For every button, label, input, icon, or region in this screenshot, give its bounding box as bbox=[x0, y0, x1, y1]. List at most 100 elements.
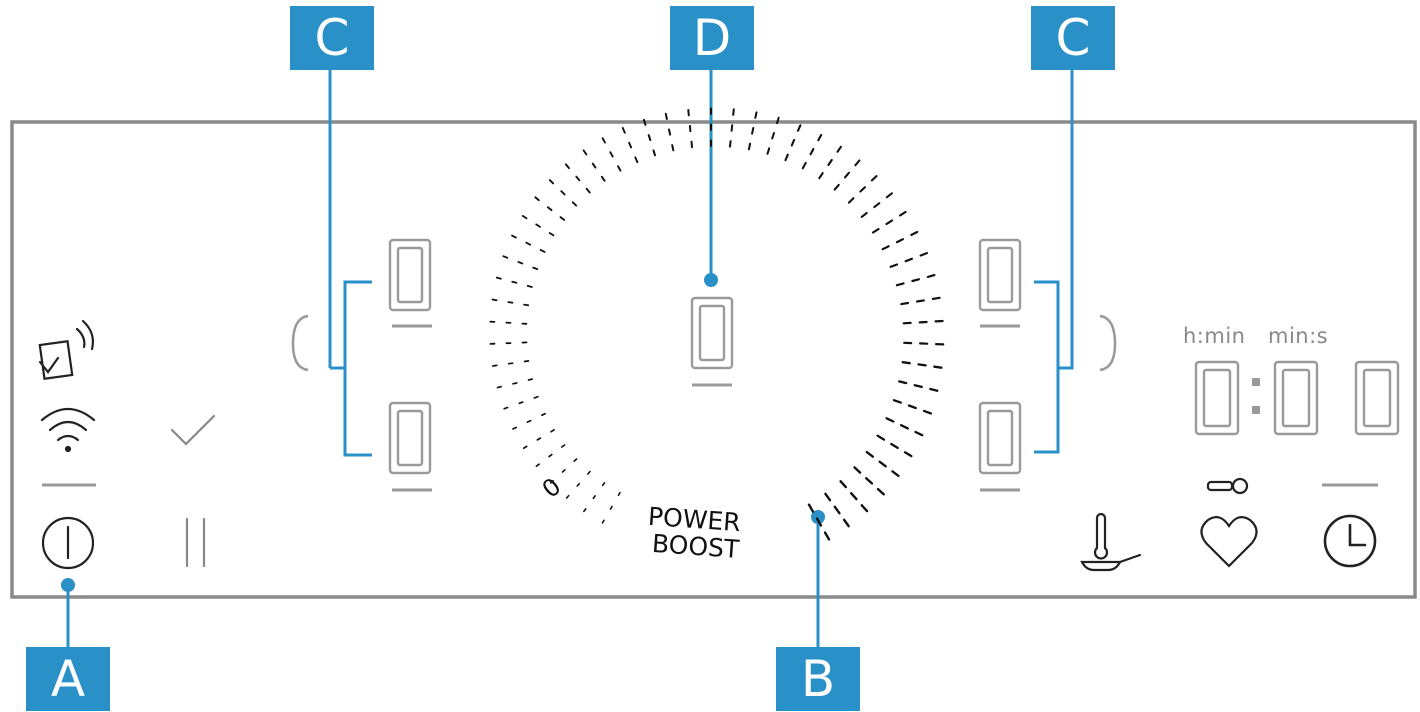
slider-ring-dash bbox=[776, 116, 780, 125]
slider-ring-dash bbox=[495, 276, 502, 280]
slider-ring-dash bbox=[907, 404, 917, 410]
timer-label-hours: h:min bbox=[1183, 324, 1246, 348]
slider-ring-dash bbox=[833, 505, 841, 515]
slider-ring-dash bbox=[751, 127, 755, 135]
slider-ring-dash bbox=[546, 206, 553, 212]
leader-dot-b bbox=[811, 510, 825, 524]
slider-ring-dash bbox=[766, 147, 771, 155]
slider-ring-dash bbox=[548, 179, 555, 185]
slider-ring-dash bbox=[823, 531, 831, 541]
leader-dot-a bbox=[61, 578, 75, 592]
timer-digit-3-graphic bbox=[1354, 360, 1400, 436]
slider-ring-dash bbox=[885, 417, 895, 423]
slider-ring-dash bbox=[535, 463, 540, 468]
slider-ring-dash bbox=[865, 477, 874, 485]
zone-digit-right-bottom-graphic bbox=[978, 401, 1022, 475]
slider-ring-dash bbox=[634, 156, 639, 164]
slider-ring-dash bbox=[817, 133, 823, 142]
slider-ring-dash bbox=[526, 419, 532, 423]
slider-ring-dash bbox=[601, 519, 605, 524]
frying-sensor-icon[interactable] bbox=[1080, 512, 1142, 572]
slider-ring-dash bbox=[824, 492, 832, 502]
callout-c-right: C bbox=[1031, 6, 1115, 70]
slider-ring-dash bbox=[931, 296, 941, 300]
slider-ring-dash bbox=[560, 190, 566, 196]
slider-ring-dash bbox=[507, 301, 514, 304]
slider-ring-dash bbox=[507, 362, 514, 365]
slider-ring-dash bbox=[609, 505, 613, 510]
slider-ring-dash bbox=[904, 257, 914, 263]
slider-ring-dash bbox=[876, 434, 886, 441]
slider-ring-dash bbox=[668, 128, 672, 136]
timer-digit-2-graphic bbox=[1273, 360, 1319, 436]
slider-ring-dash bbox=[876, 487, 885, 496]
slider-ring-dash bbox=[885, 192, 893, 199]
slider-ring-dash bbox=[492, 364, 498, 367]
slider-ring-dash bbox=[536, 437, 542, 441]
slider-ring-dash bbox=[586, 470, 591, 475]
slider-ring-dash bbox=[621, 127, 626, 134]
slider-ring-dash bbox=[747, 142, 752, 151]
slider-ring-dash bbox=[671, 144, 675, 152]
control-panel-frame bbox=[10, 120, 1417, 599]
left-zone-bridge-bracket bbox=[291, 314, 309, 372]
slider-ring-dash bbox=[865, 450, 875, 458]
slider-ring-dash bbox=[511, 234, 517, 239]
slider-ring-dash bbox=[873, 202, 881, 209]
slider-ring-dash bbox=[911, 278, 921, 283]
slider-ring-dash bbox=[548, 453, 553, 458]
slider-ring-dash bbox=[847, 197, 855, 204]
power-slider-ring[interactable] bbox=[489, 107, 945, 541]
slider-ring-dash bbox=[796, 124, 802, 132]
slider-ring-dash bbox=[860, 211, 868, 218]
slider-ring-dash bbox=[784, 153, 789, 162]
zone-digit-right-top-graphic bbox=[978, 238, 1022, 312]
slider-ring-dash bbox=[818, 172, 824, 180]
slider-ring-dash bbox=[565, 494, 570, 499]
zone-digit-left-bottom-graphic bbox=[388, 401, 432, 475]
slider-ring-dash bbox=[535, 223, 541, 228]
key-lock-icon bbox=[1206, 477, 1249, 495]
slider-ring-dash bbox=[525, 241, 532, 246]
pause-icon[interactable] bbox=[185, 517, 206, 568]
slider-ring-dash bbox=[511, 280, 518, 284]
slider-ring-dash bbox=[899, 424, 909, 430]
slider-ring-dash bbox=[652, 149, 656, 157]
slider-ring-dash bbox=[518, 401, 524, 405]
timer-clock-icon[interactable] bbox=[1323, 514, 1377, 568]
slider-ring-dash bbox=[585, 187, 591, 194]
slider-ring-dash bbox=[730, 124, 734, 132]
slider-ring-dash bbox=[690, 140, 693, 149]
slider-ring-dash bbox=[842, 518, 850, 528]
slider-ring-dash bbox=[890, 442, 899, 450]
slider-ring-dash bbox=[917, 363, 927, 367]
slider-ring-dash bbox=[860, 504, 869, 513]
checkmark-icon bbox=[170, 414, 216, 446]
slider-ring-dash bbox=[559, 216, 566, 221]
favourite-heart-icon[interactable] bbox=[1200, 515, 1258, 568]
slider-ring-dash bbox=[541, 412, 546, 417]
slider-ring-dash bbox=[898, 380, 908, 385]
slider-ring-dash bbox=[754, 111, 758, 119]
leader-line-c-right-bracket bbox=[1034, 280, 1060, 454]
leader-dot-d bbox=[704, 273, 718, 287]
slider-ring-dash bbox=[900, 301, 910, 306]
slider-ring-dash bbox=[853, 466, 862, 474]
slider-ring-dash bbox=[895, 238, 905, 244]
slider-ring-dash bbox=[532, 266, 539, 271]
slider-ring-dash bbox=[512, 426, 518, 430]
timer-digit-1-graphic bbox=[1194, 360, 1240, 436]
slider-ring-dash bbox=[790, 138, 796, 147]
power-icon[interactable] bbox=[41, 516, 95, 570]
slider-ring-dash bbox=[843, 171, 851, 179]
slider-ring-dash bbox=[576, 482, 581, 487]
slider-ring-dash bbox=[771, 132, 775, 140]
slider-ring-dash bbox=[901, 361, 911, 365]
zone-digit-center-graphic bbox=[690, 296, 734, 370]
power-boost-label: POWER BOOST bbox=[647, 502, 741, 564]
slider-ring-dash bbox=[591, 162, 597, 169]
slider-ring-dash bbox=[571, 201, 578, 207]
slider-ring-dash bbox=[891, 470, 900, 478]
slider-ring-dash bbox=[523, 303, 530, 307]
slider-ring-dash bbox=[583, 508, 587, 513]
